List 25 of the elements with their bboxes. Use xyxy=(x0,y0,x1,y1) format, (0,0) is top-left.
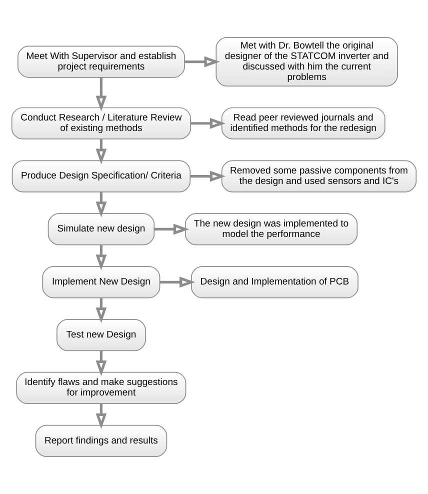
node-box: Implement New Design xyxy=(42,266,160,298)
node-box: Conduct Research / Literature Review of existing methods xyxy=(11,107,191,140)
arrow xyxy=(184,56,220,68)
node-box: Report findings and results xyxy=(35,424,168,457)
arrow xyxy=(96,350,107,376)
arrow xyxy=(96,298,107,324)
arrow xyxy=(96,192,107,218)
arrow xyxy=(190,118,226,129)
arrow xyxy=(160,276,196,288)
arrow xyxy=(190,170,226,182)
node-box: Read peer reviewed journals and identified methods for the redesign xyxy=(221,107,386,140)
arrow xyxy=(154,224,190,235)
node-box: Removed some passive components from the design and used sensors and IC's xyxy=(221,160,417,192)
arrow xyxy=(96,139,107,164)
node-box: Produce Design Specification/ Criteria xyxy=(12,160,191,192)
node-box: The new design was implemented to model the performance xyxy=(184,213,358,246)
node-box: Met with Dr. Bowtell the original designer of the STATCOM inverter and discussed with him the current problems xyxy=(216,37,398,86)
arrow xyxy=(96,404,107,430)
node-box: Simulate new design xyxy=(48,213,155,246)
arrow xyxy=(96,244,107,270)
node-box: Test new Design xyxy=(56,319,146,352)
arrow xyxy=(96,77,107,112)
node-box: Design and Implementation of PCB xyxy=(191,266,358,298)
node-box: Meet With Supervisor and establish project requirements xyxy=(17,46,185,78)
node-box: Identify flaws and make suggestions for improvement xyxy=(16,372,186,404)
